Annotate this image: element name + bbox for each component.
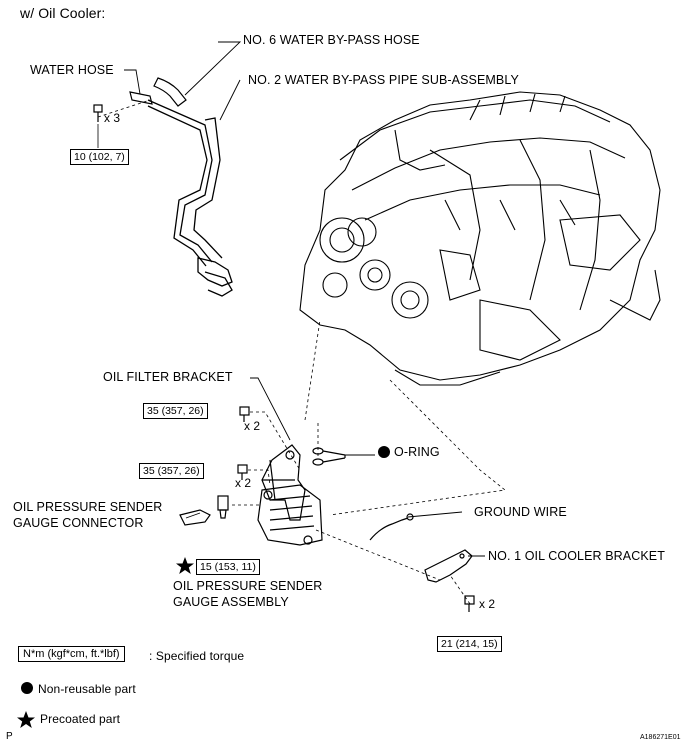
- bracket-bolt-upper: [239, 406, 250, 422]
- legend-non-reusable: Non-reusable part: [38, 682, 136, 696]
- legend-torque-text: : Specified torque: [149, 649, 245, 663]
- qty-bracket-bolt-upper: x 2: [244, 419, 261, 433]
- label-o-ring: O-RING: [394, 445, 440, 459]
- torque-bracket-lower: 35 (357, 26): [139, 463, 204, 479]
- label-sender-connector-line1: OIL PRESSURE SENDER: [13, 500, 163, 514]
- legend-torque-box: N*m (kgf*cm, ft.*lbf): [18, 646, 125, 662]
- qty-pipe-bolts: x 3: [104, 111, 121, 125]
- label-oil-filter-bracket: OIL FILTER BRACKET: [103, 370, 233, 384]
- label-no6-hose: NO. 6 WATER BY-PASS HOSE: [243, 33, 420, 47]
- oil-cooler-part: [257, 484, 323, 546]
- label-sender-assy-line1: OIL PRESSURE SENDER: [173, 579, 323, 593]
- sender-part: [217, 495, 229, 519]
- qty-cooler-bracket-bolts: x 2: [479, 597, 496, 611]
- legend-precoated: Precoated part: [40, 712, 121, 726]
- water-hose-part: [129, 91, 153, 105]
- precoated-legend-symbol: [17, 711, 35, 728]
- label-ground-wire: GROUND WIRE: [474, 505, 567, 519]
- o-ring-non-reusable-symbol: [378, 446, 390, 458]
- label-water-hose: WATER HOSE: [30, 63, 114, 77]
- oil-filter-bracket-part: [261, 444, 306, 521]
- cooler-bracket-bolt: [464, 595, 475, 612]
- water-bypass-pipe: [147, 99, 233, 297]
- engine-illustration: [299, 91, 661, 386]
- torque-pipe: 10 (102, 7): [70, 149, 129, 165]
- footer-figure-id: A186271E01: [640, 734, 681, 741]
- footer-left: P: [6, 731, 13, 742]
- ground-wire-part: [369, 517, 409, 541]
- sender-connector-part: [179, 509, 211, 526]
- label-sender-assy-line2: GAUGE ASSEMBLY: [173, 595, 289, 609]
- oil-cooler-bracket-part: [424, 549, 473, 583]
- torque-sender: 15 (153, 11): [196, 559, 260, 575]
- bracket-bolt-lower: [237, 464, 248, 480]
- torque-bracket-upper: 35 (357, 26): [143, 403, 208, 419]
- label-no2-pipe: NO. 2 WATER BY-PASS PIPE SUB-ASSEMBLY: [248, 73, 519, 87]
- sender-precoated-symbol: [176, 557, 194, 574]
- page-title: w/ Oil Cooler:: [20, 5, 106, 21]
- qty-bracket-bolt-lower: x 2: [235, 476, 252, 490]
- label-sender-connector-line2: GAUGE CONNECTOR: [13, 516, 144, 530]
- non-reusable-legend-symbol: [21, 682, 33, 694]
- o-ring-parts: [312, 447, 346, 466]
- no6-hose-part: [153, 77, 187, 107]
- pipe-bolt: [93, 104, 103, 122]
- label-oil-cooler-bracket: NO. 1 OIL COOLER BRACKET: [488, 549, 665, 563]
- torque-cooler-bracket: 21 (214, 15): [437, 636, 502, 652]
